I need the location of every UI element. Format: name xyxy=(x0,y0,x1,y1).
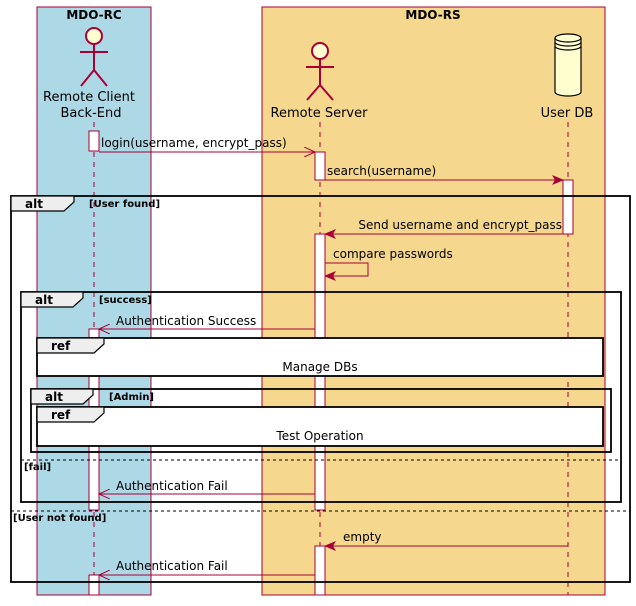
fragment-ref-test-operation: ref Test Operation xyxy=(36,406,604,447)
message-auth-success-label: Authentication Success xyxy=(116,314,256,328)
fragment-inner-alt-guard1: [success] xyxy=(99,295,152,306)
message-send-back-label: Send username and encrypt_pass xyxy=(358,218,562,232)
database-userdb-icon xyxy=(554,33,582,97)
participant-client-label-line1: Remote Client xyxy=(43,90,135,105)
fragment-ref-test-op: ref xyxy=(51,408,71,422)
box-mdo-rs-title: MDO-RS xyxy=(405,8,460,22)
message-search-label: search(username) xyxy=(327,164,436,178)
fragment-outer-alt-op: alt xyxy=(25,197,43,211)
fragment-admin-alt-op: alt xyxy=(45,390,63,404)
participant-client-label-line2: Back-End xyxy=(61,106,122,121)
message-compare-label: compare passwords xyxy=(333,247,453,261)
box-mdo-rc-title: MDO-RC xyxy=(66,8,122,22)
fragment-outer-alt-guard2: [User not found] xyxy=(13,513,106,524)
fragment-inner-alt-op: alt xyxy=(35,293,53,307)
message-login-label: login(username, encrypt_pass) xyxy=(101,136,287,150)
activation-userdb-1 xyxy=(562,179,574,235)
activation-client-1 xyxy=(88,130,100,152)
fragment-ref-manage-dbs: ref Manage DBs xyxy=(36,337,604,377)
fragment-outer-alt: alt [User found] [User not found] xyxy=(10,195,631,583)
fragment-inner-alt-guard2: [fail] xyxy=(24,462,51,473)
message-empty-label: empty xyxy=(343,530,382,544)
fragment-outer-alt-guard1: [User found] xyxy=(89,199,160,210)
actor-server-icon xyxy=(306,42,334,101)
message-auth-fail-1-label: Authentication Fail xyxy=(116,479,228,493)
message-auth-fail-2-label: Authentication Fail xyxy=(116,559,228,573)
fragment-ref-test-text: Test Operation xyxy=(275,429,363,443)
activation-client-3 xyxy=(88,574,100,596)
fragment-inner-alt: alt [success] [fail] xyxy=(20,291,622,503)
message-compare-arrow xyxy=(324,262,369,281)
fragment-admin-alt-guard1: [Admin] xyxy=(109,392,154,403)
fragment-ref-manage-op: ref xyxy=(51,339,71,353)
fragment-admin-alt: alt [Admin] xyxy=(30,388,612,453)
box-mdo-rs: MDO-RS xyxy=(261,6,606,596)
fragment-ref-manage-text: Manage DBs xyxy=(282,360,357,374)
participant-server-label: Remote Server xyxy=(271,106,369,121)
activation-server-1 xyxy=(314,151,326,181)
actor-client-icon xyxy=(80,27,108,87)
participant-userdb-label: User DB xyxy=(541,106,594,121)
activation-server-3 xyxy=(314,545,326,596)
